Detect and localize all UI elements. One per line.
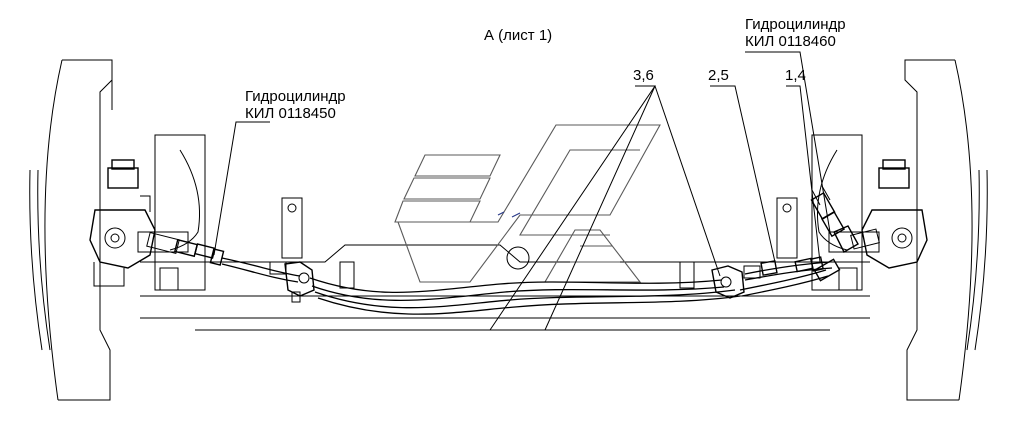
- leader-3-6-a: [489, 85, 656, 331]
- leader-1-4: [786, 85, 821, 263]
- right-wheel: [811, 59, 988, 401]
- position-label-1-4: 1,4: [785, 67, 806, 84]
- view-label: А (лист 1): [484, 27, 553, 44]
- right-hydraulic-cylinder: [810, 185, 880, 253]
- emblem-watermark: [394, 124, 661, 283]
- left-hydraulic-cylinder: [146, 231, 315, 303]
- leader-2-5: [710, 85, 776, 263]
- right-steering-knuckle: [828, 159, 928, 291]
- leader-3-6-b: [544, 85, 656, 331]
- right-cylinder-name: Гидроцилиндр: [745, 16, 846, 33]
- right-fittings: [711, 256, 841, 299]
- leader-3-6-c: [654, 85, 721, 277]
- position-label-2-5: 2,5: [708, 67, 729, 84]
- left-wheel: [29, 59, 206, 401]
- leader-right-cylinder: [745, 51, 831, 233]
- leader-lines: [213, 51, 831, 331]
- right-cylinder-callout: Гидроцилиндр КИЛ 0118460: [745, 17, 846, 49]
- right-cylinder-code: КИЛ 0118460: [745, 33, 836, 50]
- position-label-3-6: 3,6: [633, 67, 654, 84]
- leader-left-cylinder: [213, 121, 270, 256]
- left-cylinder-name: Гидроцилиндр: [245, 88, 346, 105]
- left-steering-knuckle: [89, 159, 189, 291]
- left-cylinder-code: КИЛ 0118450: [245, 105, 336, 122]
- left-cylinder-callout: Гидроцилиндр КИЛ 0118450: [245, 89, 346, 121]
